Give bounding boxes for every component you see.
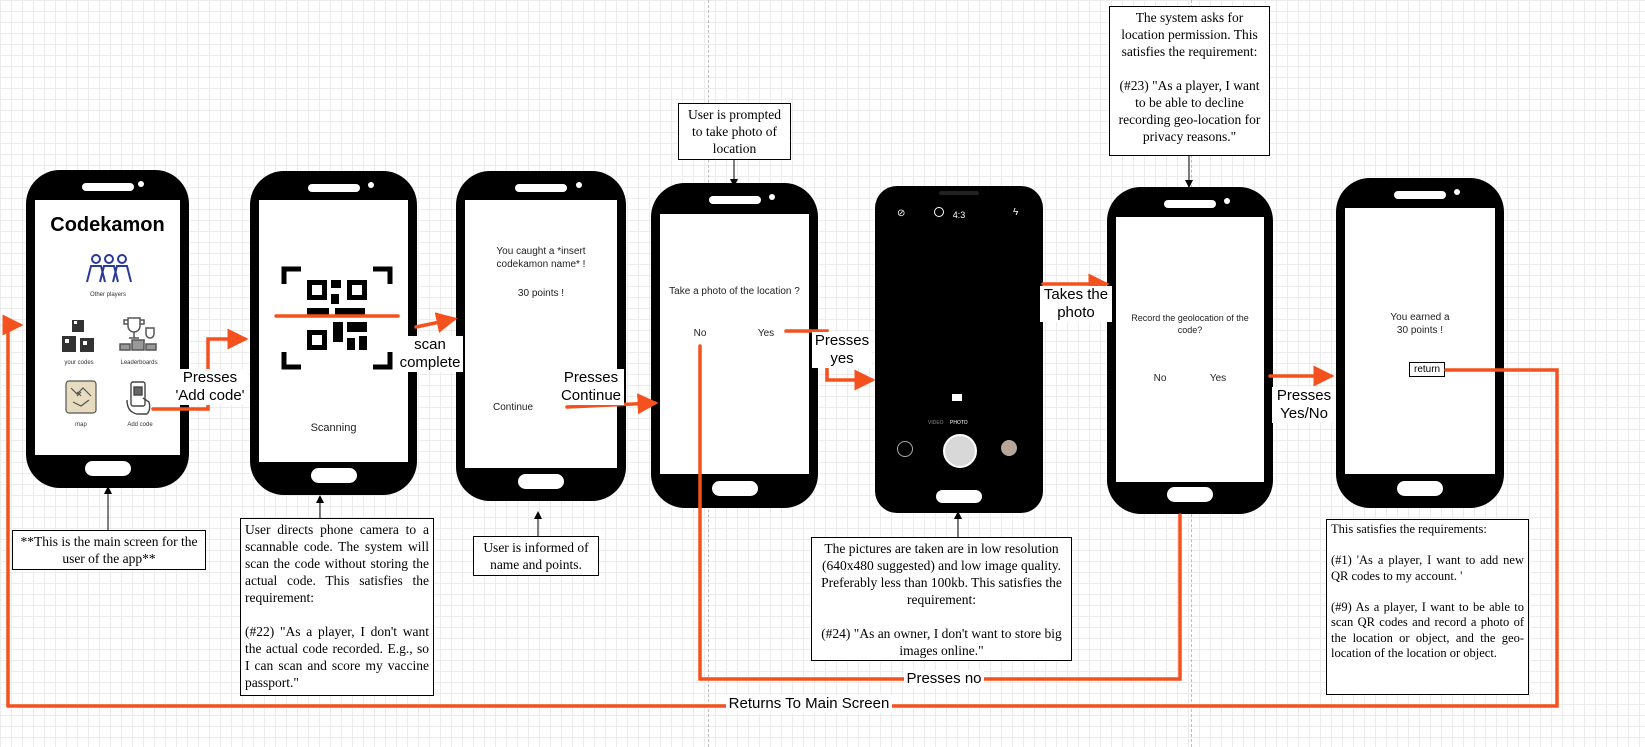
add-code-label[interactable]: Add code <box>127 422 153 428</box>
edge-label-add-code: Presses 'Add code' <box>172 369 248 405</box>
geo-question-line2: code? <box>1177 325 1203 335</box>
phone-caught-screen: You caught a *insert codekamon name* ! 3… <box>456 171 626 501</box>
your-codes-icon[interactable] <box>62 318 96 354</box>
note-requirements: This satisfies the requirements: (#1) 'A… <box>1326 519 1529 695</box>
home-button <box>518 474 564 489</box>
return-main-arrow <box>2 314 24 708</box>
earned-line2: 30 points ! <box>1396 325 1444 336</box>
phone-camera-dot <box>1454 189 1460 195</box>
note-scan: User directs phone camera to a scannable… <box>240 518 434 696</box>
flash-off-icon[interactable]: ⊘ <box>897 208 906 219</box>
note-informed: User is informed of name and points. <box>473 536 599 576</box>
phone-speaker <box>708 196 761 204</box>
earned-line1: You earned a <box>1390 312 1450 323</box>
shutter-button[interactable] <box>943 434 977 468</box>
edge-label-takes-photo: Takes the photo <box>1040 286 1112 322</box>
edge-label-no: Presses no <box>904 670 984 688</box>
phone-speaker <box>1164 200 1216 208</box>
flash-auto-icon[interactable]: ϟ <box>1013 207 1019 218</box>
note-main-screen: **This is the main screen for the user o… <box>12 530 206 570</box>
phone-earned-screen: You earned a 30 points ! return <box>1336 178 1504 508</box>
phone-speaker <box>307 184 360 192</box>
arrow-scan-complete <box>414 312 458 333</box>
timer-icon[interactable] <box>934 207 944 217</box>
geo-screen: Record the geolocation of the code? No Y… <box>1116 217 1264 482</box>
phone-speaker <box>939 191 979 195</box>
qr-scan-frame-icon <box>281 266 393 370</box>
caught-points: 30 points ! <box>517 288 565 299</box>
camera-ratio[interactable]: 4:3 <box>952 210 966 220</box>
main-screen: Codekamon Other players your codes Leade… <box>35 200 180 455</box>
note-pictures: The pictures are taken are in low resolu… <box>811 537 1072 661</box>
phone-scan-screen: Scanning <box>250 171 417 495</box>
add-code-icon[interactable] <box>125 380 153 416</box>
phone-photo-prompt: Take a photo of the location ? No Yes <box>651 183 818 508</box>
phone-speaker <box>515 184 567 192</box>
edge-label-yes: Presses yes <box>812 332 872 368</box>
home-button <box>1167 487 1213 502</box>
phone-camera-dot <box>576 182 582 188</box>
phone-camera: 4:3 ⊘ ϟ VIDEO PHOTO <box>875 186 1043 513</box>
other-players-icon[interactable] <box>84 252 134 286</box>
home-button <box>711 481 758 496</box>
geo-question-line1: Record the geolocation of the <box>1131 313 1249 323</box>
phone-camera-dot <box>368 182 374 188</box>
leaderboards-label: Leaderboards <box>120 360 158 366</box>
gallery-thumbnail[interactable] <box>1001 440 1017 456</box>
caught-screen: You caught a *insert codekamon name* ! 3… <box>465 200 617 468</box>
photo-prompt-screen: Take a photo of the location ? No Yes <box>660 214 809 474</box>
your-codes-label: your codes <box>64 360 94 366</box>
note-prompted: User is prompted to take photo of locati… <box>678 103 791 160</box>
earned-screen: You earned a 30 points ! return <box>1345 208 1495 474</box>
home-button <box>936 490 982 503</box>
other-players-label: Other players <box>89 292 126 298</box>
map-label: map <box>75 422 87 428</box>
geo-yes-button[interactable]: Yes <box>1209 373 1227 384</box>
video-mode-tab[interactable]: VIDEO <box>928 420 944 426</box>
home-button <box>84 461 131 476</box>
phone-camera-dot <box>1224 198 1230 204</box>
edge-label-scan-complete: scan complete <box>397 336 463 372</box>
leaderboards-icon[interactable] <box>118 316 158 356</box>
caught-message-line2: codekamon name* ! <box>496 259 586 270</box>
home-button <box>1397 481 1443 496</box>
scanning-status: Scanning <box>310 422 357 434</box>
photo-question: Take a photo of the location ? <box>669 286 800 297</box>
continue-button[interactable]: Continue <box>492 402 534 413</box>
phone-camera-dot <box>138 181 144 187</box>
mode-indicator-icon <box>952 394 962 401</box>
edge-label-return-main: Returns To Main Screen <box>726 695 892 713</box>
photo-no-button[interactable]: No <box>693 328 707 339</box>
phone-main-screen: Codekamon Other players your codes Leade… <box>26 170 189 488</box>
photo-yes-button[interactable]: Yes <box>757 328 775 339</box>
geo-no-button[interactable]: No <box>1153 373 1167 384</box>
phone-camera-dot <box>769 194 775 200</box>
home-button <box>310 468 357 483</box>
phone-speaker <box>81 183 134 191</box>
edge-label-continue: Presses Continue <box>558 369 624 405</box>
phone-speaker <box>1394 191 1446 199</box>
photo-mode-tab[interactable]: PHOTO <box>950 420 968 426</box>
note-permission: The system asks for location permission.… <box>1109 6 1270 156</box>
switch-camera-icon[interactable] <box>897 441 913 457</box>
edge-label-yes-no: Presses Yes/No <box>1272 387 1336 423</box>
phone-geo-screen: Record the geolocation of the code? No Y… <box>1107 187 1273 514</box>
arrow-continue <box>565 393 659 415</box>
app-title: Codekamon <box>50 214 165 236</box>
scan-screen: Scanning <box>259 200 408 462</box>
caught-message-line1: You caught a *insert <box>496 246 586 257</box>
map-icon[interactable] <box>63 378 99 416</box>
